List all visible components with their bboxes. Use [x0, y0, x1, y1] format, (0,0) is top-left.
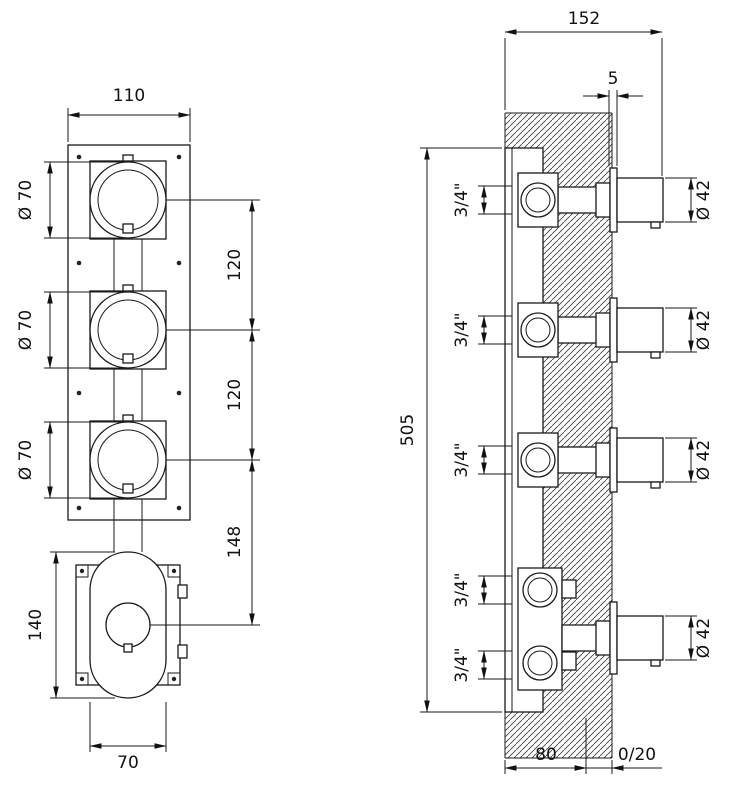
valve-knob-2 — [89, 284, 167, 370]
side-view: 152 5 505 3/4" 3/4" 3/4" 3/4" 3/4" — [398, 9, 714, 774]
dim-total-depth: 152 — [504, 9, 663, 176]
dim-knob-diameter-label-2: Ø 70 — [16, 310, 36, 350]
dim-mixer-width-label: 70 — [117, 753, 139, 773]
dim-handle-label-3: Ø 42 — [694, 440, 714, 480]
dim-inlet-label-2: 3/4" — [452, 312, 472, 347]
plate-screws — [76, 154, 182, 511]
dim-trim-thickness: 5 — [583, 69, 643, 166]
dim-adjustment-range: 0/20 — [562, 745, 662, 771]
dim-plate-width-label: 110 — [113, 86, 145, 106]
dim-knob-spacing-label-1: 120 — [225, 249, 245, 281]
dim-total-height-label: 505 — [398, 414, 418, 446]
dim-handle-lines-3 — [665, 438, 697, 482]
dim-handle-label-4: Ø 42 — [694, 618, 714, 658]
mixer-unit-side — [517, 567, 664, 691]
dim-knob-spacing-label-2: 120 — [225, 379, 245, 411]
dim-mixer-height: 140 — [26, 551, 115, 699]
dim-inlet-label-1: 3/4" — [452, 182, 472, 217]
dim-handle-label-2: Ø 42 — [694, 310, 714, 350]
dim-knob-diameter-label-1: Ø 70 — [16, 180, 36, 220]
dim-handle-lines-4 — [665, 616, 697, 660]
dim-mixer-height-label: 140 — [26, 609, 46, 641]
dim-rough-in-depth-label: 80 — [535, 745, 557, 765]
dim-spacing-chain: 120 120 148 — [150, 199, 260, 626]
dim-plate-width: 110 — [67, 86, 191, 142]
dim-handle-lines-1 — [665, 178, 697, 222]
dim-total-height: 505 — [398, 147, 502, 713]
dim-inlet-label-3: 3/4" — [452, 442, 472, 477]
front-view: 110 Ø 70 Ø 70 Ø 70 120 120 148 140 — [16, 86, 260, 773]
dim-inlet-label-5: 3/4" — [452, 647, 472, 682]
valve-body-connectors — [113, 239, 143, 552]
dim-handle-lines-2 — [665, 308, 697, 352]
dim-mixer-width: 70 — [89, 702, 167, 773]
mixer-outlet-circle — [105, 602, 151, 648]
mixer-assembly-front — [75, 551, 188, 699]
dim-handle-label-1: Ø 42 — [694, 180, 714, 220]
dim-knob-diameter-label-3: Ø 70 — [16, 440, 36, 480]
dim-knob-to-mixer-label: 148 — [225, 526, 245, 558]
dim-inlet-label-4: 3/4" — [452, 572, 472, 607]
dim-adjustment-range-label: 0/20 — [618, 745, 656, 765]
dim-trim-thickness-label: 5 — [608, 69, 619, 89]
valve-knob-3 — [89, 414, 167, 500]
valve-knob-1 — [89, 154, 167, 240]
dim-total-depth-label: 152 — [568, 9, 600, 29]
